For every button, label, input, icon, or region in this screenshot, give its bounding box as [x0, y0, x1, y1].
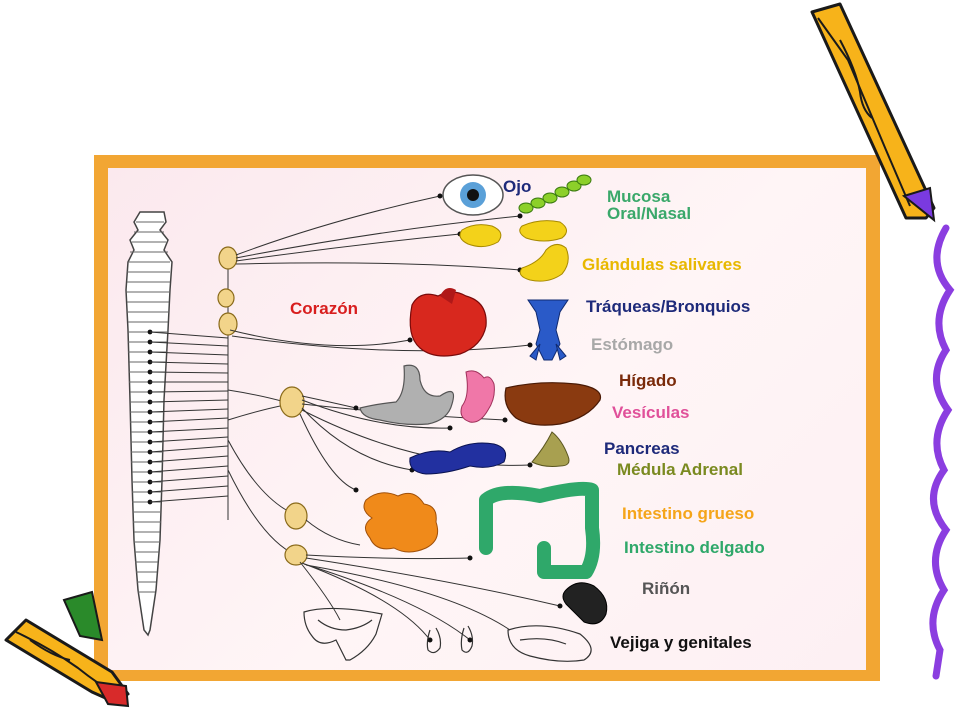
label-higado: Hígado — [619, 371, 677, 390]
label-medula: Médula Adrenal — [617, 460, 743, 479]
kidney-organ — [562, 582, 608, 625]
mucosa-organ — [518, 174, 592, 214]
label-vesiculas: Vesículas — [612, 403, 690, 422]
vesicle-organ — [460, 370, 495, 423]
label-corazon: Corazón — [290, 299, 358, 318]
salivary-glands-organ — [459, 220, 569, 282]
label-intestino-delgado: Intestino delgado — [624, 538, 765, 557]
label-rinon: Riñón — [642, 579, 691, 598]
bladder-genitals-organ — [303, 607, 592, 662]
postganglionic-nerves — [229, 195, 561, 641]
squiggle-line — [929, 224, 955, 680]
pancreas-organ — [409, 442, 507, 475]
label-glandulas: Glándulas salivares — [582, 255, 742, 274]
small-intestine-organ — [363, 492, 439, 553]
label-mucosa-line1: Mucosa — [607, 187, 671, 206]
label-pancreas: Pancreas — [604, 439, 680, 458]
label-mucosa-line2: Oral/Nasal — [607, 204, 692, 223]
spinal-cord — [125, 211, 173, 637]
label-vejiga: Vejiga y genitales — [610, 633, 752, 652]
adrenal-organ — [531, 431, 570, 467]
label-ojo: Ojo — [503, 177, 532, 196]
liver-organ — [504, 382, 602, 426]
eye-organ — [442, 174, 504, 216]
label-traqueas: Tráqueas/Bronquios — [586, 297, 751, 316]
stomach-organ — [359, 364, 455, 426]
large-intestine-organ — [479, 481, 601, 579]
trachea-organ — [527, 299, 569, 361]
heart-organ — [409, 288, 487, 357]
ganglia — [217, 246, 308, 566]
pencil-icon — [4, 590, 130, 708]
label-estomago: Estómago — [591, 335, 674, 354]
pencil-icon — [810, 2, 936, 223]
label-intestino-grueso: Intestino grueso — [622, 504, 755, 523]
